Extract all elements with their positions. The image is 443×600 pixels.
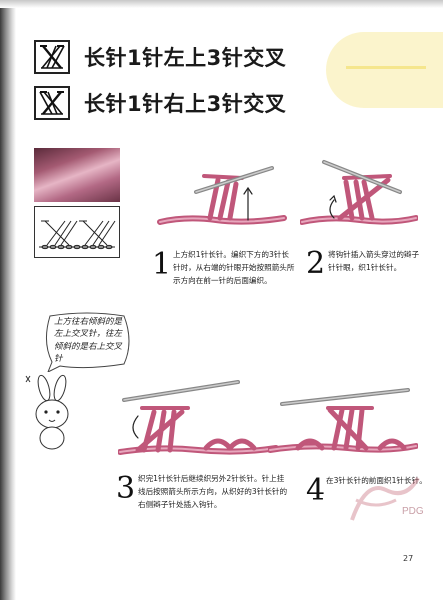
left-cross-symbol-icon — [34, 40, 70, 74]
speech-bubble — [46, 312, 130, 372]
step-1-text: 上方织1针长针。编织下方的3针长针时，从右端的针眼开始按照箭头所示方向在前一针的… — [173, 250, 295, 285]
step-4-illustration — [267, 380, 419, 470]
step-3-illustration — [117, 378, 279, 470]
speech-bubble-text: 上方往右倾斜的是左上交叉针，往左倾斜的是右上交叉针 — [54, 317, 123, 365]
step-1-illustration — [156, 158, 288, 240]
page-top-shade — [0, 0, 443, 8]
decorative-yellow-shape — [326, 32, 443, 108]
stitch-symbol-chart — [34, 206, 120, 258]
title-row-right-cross: 长针1针右上3针交叉 — [34, 86, 286, 120]
book-spine-shadow — [0, 0, 16, 600]
watermark-text: PDG — [402, 506, 424, 517]
rabbit-mascot-icon — [25, 374, 69, 450]
watermark-logo: PDG — [350, 476, 424, 521]
title-left-cross: 长针1针左上3针交叉 — [84, 46, 287, 70]
right-cross-symbol-icon — [34, 86, 70, 120]
title-row-left-cross: 长针1针左上3针交叉 — [34, 40, 286, 74]
step-3-number: 3 — [116, 471, 136, 506]
step-4-text: 在3针长针的前面织1针长针。 — [326, 476, 427, 485]
title-right-cross: 长针1针右上3针交叉 — [84, 92, 287, 116]
step-3-text: 织完1针长针后继续织另外2针长针。针上挂线后按照箭头所示方向，从织好的3针长针的… — [138, 474, 288, 509]
step-4-number: 4 — [306, 473, 326, 508]
step-2-text: 将钩针插入箭头穿过的辫子针针眼，织1针长针。 — [328, 250, 420, 272]
step-1-number: 1 — [152, 247, 172, 282]
step-2-number: 2 — [306, 246, 326, 281]
stitch-sample-photo — [34, 148, 120, 202]
step-2-illustration — [299, 152, 419, 240]
page-number: 27 — [403, 554, 414, 563]
